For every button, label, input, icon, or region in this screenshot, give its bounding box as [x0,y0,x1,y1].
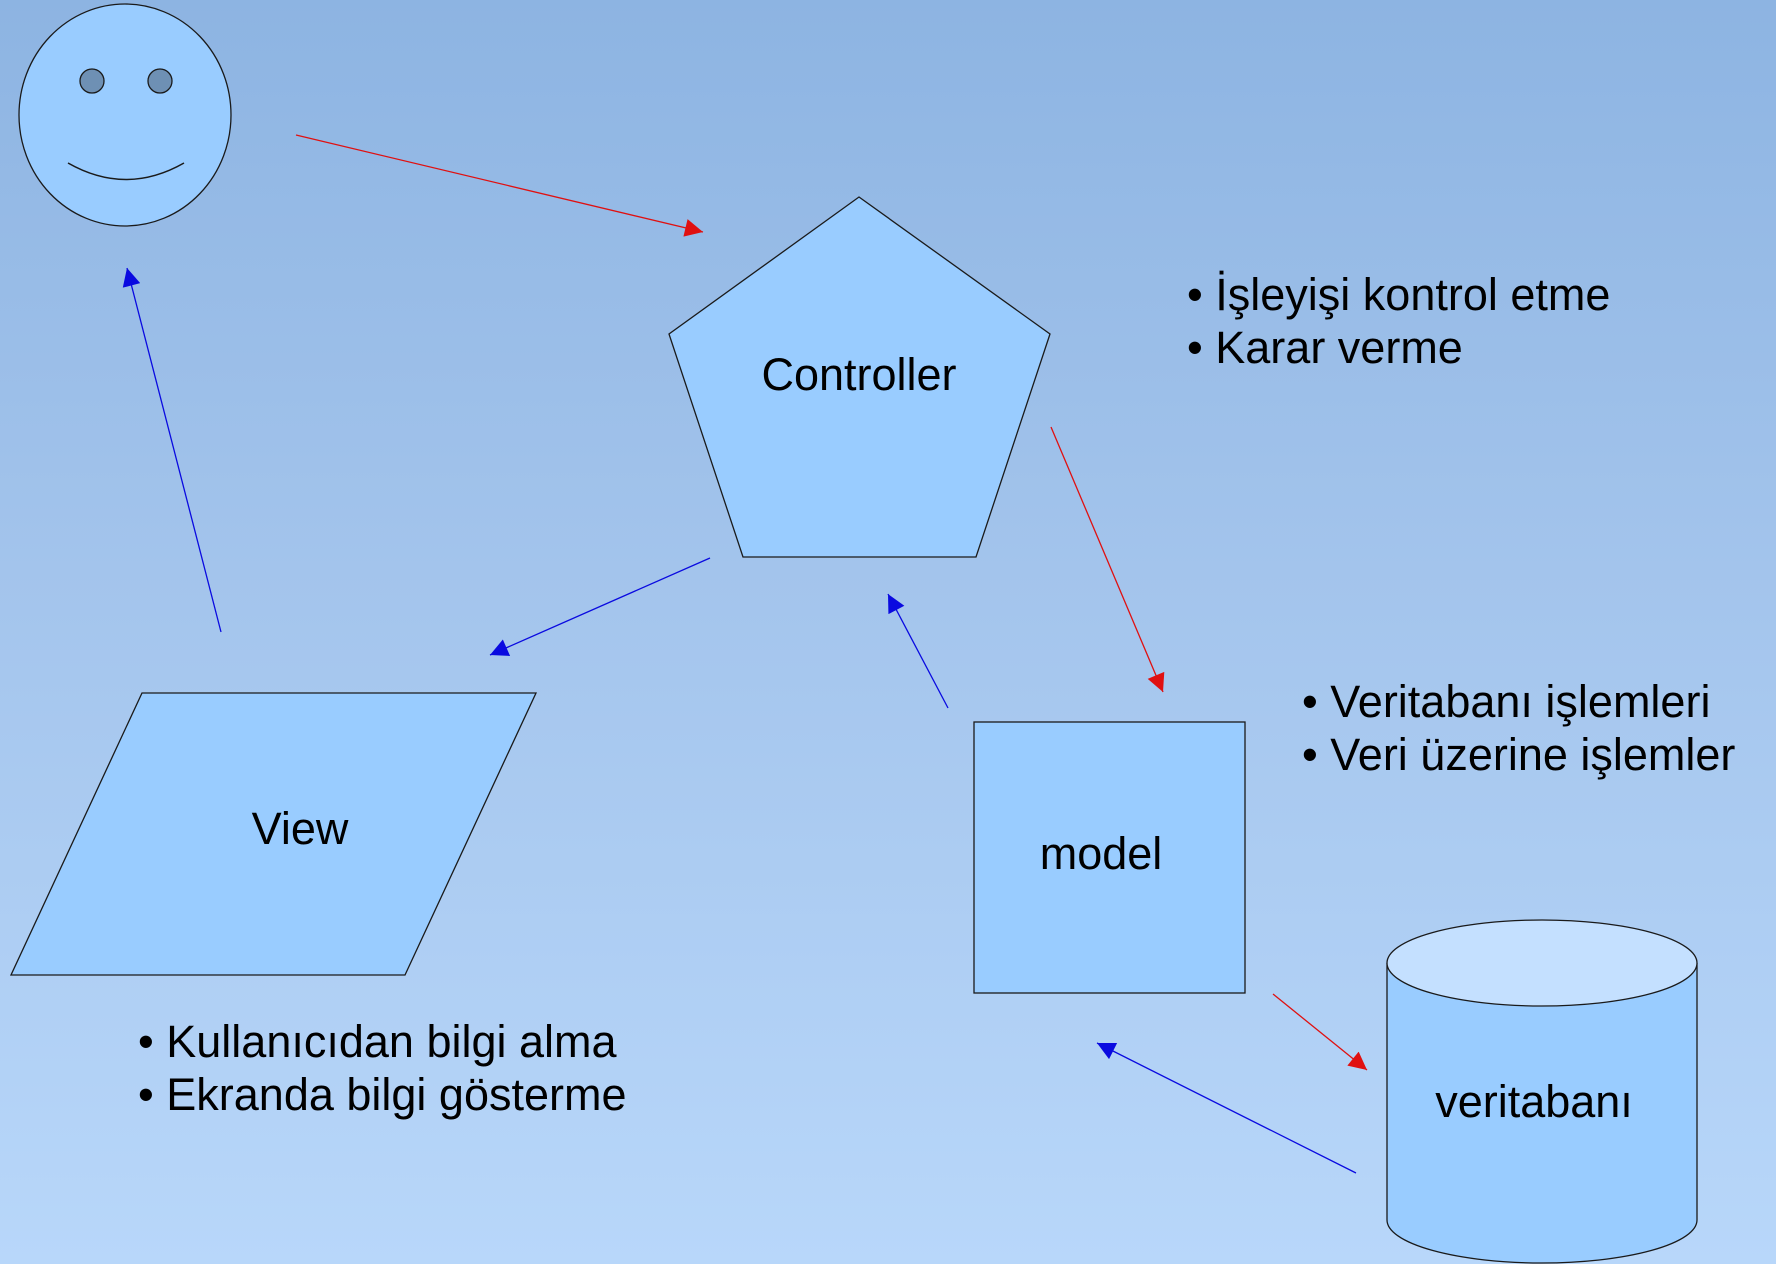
smiley-face-icon [18,3,232,227]
view-node [9,692,538,976]
arrow-controller-to-model [1050,426,1165,693]
database-body [1386,963,1698,1264]
model-label: model [1040,828,1163,879]
model-note: Veri üzerine işlemler [1302,728,1735,781]
arrow-view-to-user [122,267,222,633]
controller-label: Controller [761,349,956,400]
database-top [1386,919,1698,1007]
database-node [1386,919,1698,1264]
arrow-controller-to-view [489,557,711,656]
face-outline [18,3,232,227]
controller-notes: İşleyişi kontrol etme Karar verme [1187,268,1610,374]
database-label: veritabanı [1435,1076,1633,1127]
model-note: Veritabanı işlemleri [1302,675,1735,728]
smile [67,162,185,181]
controller-note: Karar verme [1187,321,1610,374]
model-node [973,721,1246,994]
left-eye [79,68,105,94]
right-eye [147,68,173,94]
arrow-user-to-controller [295,134,704,237]
view-label: View [252,803,349,854]
view-notes: Kullanıcıdan bilgi alma Ekranda bilgi gö… [138,1015,627,1121]
controller-note: İşleyişi kontrol etme [1187,268,1610,321]
view-note: Kullanıcıdan bilgi alma [138,1015,627,1068]
model-notes: Veritabanı işlemleri Veri üzerine işleml… [1302,675,1735,781]
arrow-database-to-model [1096,1042,1357,1174]
view-note: Ekranda bilgi gösterme [138,1068,626,1121]
arrow-model-to-controller [887,593,949,709]
arrow-model-to-database [1272,993,1368,1071]
controller-node [668,196,1051,558]
